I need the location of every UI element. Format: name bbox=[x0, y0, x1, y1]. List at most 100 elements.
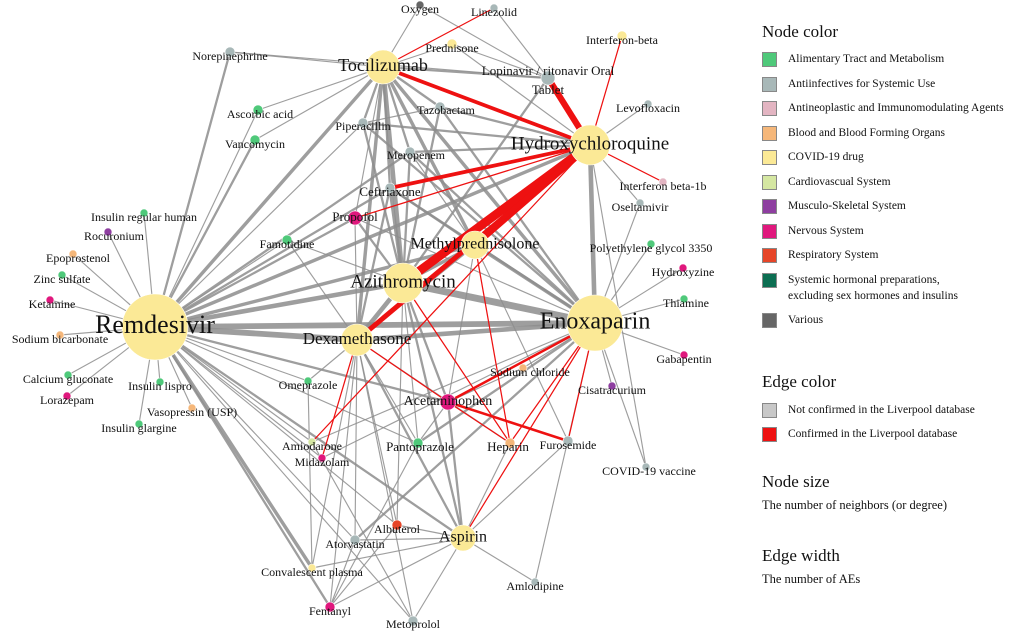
node-cis[interactable] bbox=[607, 381, 617, 391]
edge-pan-fen bbox=[329, 442, 419, 608]
node-pip[interactable] bbox=[357, 117, 369, 129]
node-ose[interactable] bbox=[635, 198, 645, 208]
legend-category-label-line2: excluding sex hormones and insulins bbox=[788, 289, 958, 302]
node-label-ket: Ketamine bbox=[29, 297, 76, 311]
edge-dex-fen bbox=[329, 339, 358, 608]
node-label-ib1: Interferon beta-1b bbox=[620, 179, 707, 193]
node-label-eno: Enoxaparin bbox=[540, 309, 651, 335]
node-label-alb: Albuterol bbox=[374, 522, 421, 536]
legend-category-label: Various bbox=[788, 313, 824, 326]
edge-asp-ato bbox=[354, 537, 464, 541]
edge-ami-hcq bbox=[311, 144, 591, 443]
node-mtp[interactable] bbox=[407, 615, 419, 627]
node-label-rem: Remdesivir bbox=[95, 310, 215, 339]
node-alb[interactable] bbox=[391, 519, 403, 531]
node-taz[interactable] bbox=[434, 101, 446, 113]
node-met[interactable] bbox=[460, 230, 490, 260]
edge-toc-asc bbox=[257, 66, 384, 111]
legend-category-label: Blood and Blood Forming Organs bbox=[788, 126, 945, 139]
node-hcq[interactable] bbox=[569, 124, 611, 166]
legend-edge-label: Not confirmed in the Liverpool database bbox=[788, 404, 975, 416]
node-zin[interactable] bbox=[57, 270, 67, 280]
edge-toc-lin bbox=[382, 7, 495, 68]
node-label-nor: Norepinephrine bbox=[192, 49, 267, 63]
node-eno[interactable] bbox=[566, 294, 624, 352]
node-toc[interactable] bbox=[365, 49, 401, 85]
legend-swatch bbox=[762, 150, 777, 165]
node-rem[interactable] bbox=[121, 293, 189, 361]
node-ket[interactable] bbox=[45, 295, 55, 305]
node-cov[interactable] bbox=[641, 462, 651, 472]
node-label-cef: Ceftriaxone bbox=[359, 184, 421, 199]
legend-swatch bbox=[762, 101, 777, 116]
node-ami[interactable] bbox=[307, 437, 317, 447]
node-lop[interactable] bbox=[540, 70, 556, 86]
node-aml[interactable] bbox=[530, 577, 540, 587]
edge-rem-alb bbox=[154, 326, 398, 526]
node-label-gab: Gabapentin bbox=[656, 352, 711, 366]
node-asp[interactable] bbox=[449, 524, 477, 552]
node-mid[interactable] bbox=[317, 453, 327, 463]
edge-eno-pro bbox=[354, 217, 596, 324]
node-ins[interactable] bbox=[139, 208, 149, 218]
node-hyz[interactable] bbox=[678, 263, 688, 273]
node-fam[interactable] bbox=[281, 234, 293, 246]
node-cef[interactable] bbox=[384, 182, 396, 194]
node-fen[interactable] bbox=[324, 601, 336, 613]
edge-toc-dex bbox=[355, 65, 385, 342]
edge-rem-ato bbox=[154, 326, 356, 541]
legend-category-label: Antiinfectives for Systemic Use bbox=[788, 77, 936, 90]
node-ace[interactable] bbox=[439, 393, 457, 411]
node-pre[interactable] bbox=[446, 38, 458, 50]
node-label-cov: COVID-19 vaccine bbox=[602, 464, 696, 478]
node-label-asp: Aspirin bbox=[439, 529, 487, 546]
node-lin[interactable] bbox=[489, 3, 499, 13]
edge-rem-met bbox=[153, 243, 477, 329]
node-epo[interactable] bbox=[68, 249, 78, 259]
node-asc[interactable] bbox=[252, 104, 264, 116]
node-lor[interactable] bbox=[62, 391, 72, 401]
node-pro[interactable] bbox=[347, 210, 363, 226]
node-pan[interactable] bbox=[412, 437, 424, 449]
node-label-ose: Oseltamivir bbox=[612, 200, 669, 214]
node-label-asc: Ascorbic acid bbox=[227, 107, 293, 121]
node-label-igl: Insulin glargine bbox=[101, 421, 176, 435]
node-label-ins: Insulin regular human bbox=[91, 210, 197, 224]
node-vas[interactable] bbox=[187, 403, 197, 413]
node-sbi[interactable] bbox=[55, 330, 65, 340]
legend-swatch bbox=[762, 312, 777, 328]
node-roc[interactable] bbox=[103, 227, 113, 237]
node-van[interactable] bbox=[249, 134, 261, 146]
node-hep[interactable] bbox=[504, 437, 516, 449]
node-ib1[interactable] bbox=[658, 177, 668, 187]
node-cal[interactable] bbox=[63, 370, 73, 380]
node-ato[interactable] bbox=[349, 534, 361, 546]
node-nor[interactable] bbox=[224, 46, 236, 58]
node-label-pre: Prednisone bbox=[425, 41, 478, 55]
node-ome[interactable] bbox=[303, 376, 313, 386]
node-sch[interactable] bbox=[518, 363, 528, 373]
node-ifb[interactable] bbox=[616, 30, 628, 42]
node-ili[interactable] bbox=[155, 377, 165, 387]
node-fur[interactable] bbox=[562, 435, 574, 447]
node-dex[interactable] bbox=[340, 323, 374, 357]
node-igl[interactable] bbox=[134, 419, 144, 429]
node-con[interactable] bbox=[307, 563, 317, 573]
edge-hcq-taz bbox=[438, 105, 592, 147]
node-gab[interactable] bbox=[679, 350, 689, 360]
node-oxy[interactable] bbox=[415, 0, 425, 10]
node-mer[interactable] bbox=[404, 146, 416, 158]
legend-node-color-title: Node color bbox=[762, 22, 839, 41]
legend-swatch bbox=[762, 52, 777, 67]
node-azi[interactable] bbox=[382, 262, 424, 304]
node-label-mtp: Metoprolol bbox=[386, 617, 441, 631]
legend-category-label: Respiratory System bbox=[788, 249, 879, 261]
edge-lop-lin bbox=[493, 7, 549, 79]
edge-asp-aml bbox=[462, 537, 536, 583]
node-thi[interactable] bbox=[679, 294, 689, 304]
node-lev[interactable] bbox=[643, 99, 653, 109]
node-peg[interactable] bbox=[646, 239, 656, 249]
edge-asp-mtp bbox=[412, 537, 464, 622]
